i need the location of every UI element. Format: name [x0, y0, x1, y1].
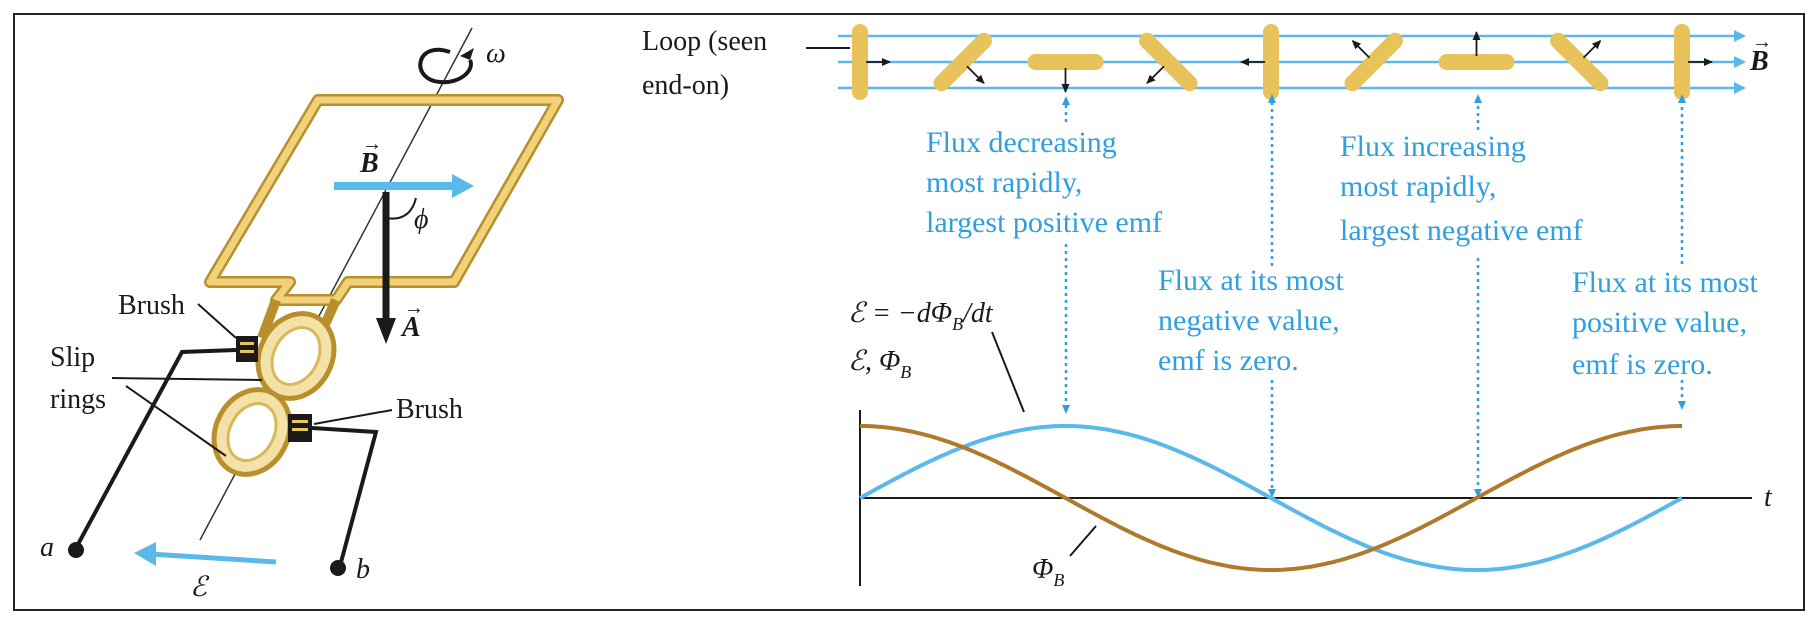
phi-angle-arc: [385, 197, 417, 220]
brush-top-stripe: [240, 342, 254, 345]
slip-rings-leader-1: [111, 377, 263, 381]
brush-bottom-stripe: [292, 420, 308, 423]
emf-arrowhead-icon: [134, 542, 156, 566]
emf-curve: [859, 424, 1683, 572]
flux-negative-line2: negative value,: [1158, 304, 1340, 337]
end-on-view: Loop (seen end-on) B →: [642, 24, 1772, 101]
brush-top-stripe: [240, 350, 254, 353]
flux-negative-line1: Flux at its most: [1158, 264, 1345, 297]
b-field-accent: →: [1752, 31, 1772, 53]
y-axis-label-main: ℰ, Φ: [848, 346, 900, 377]
flux-curve-label-main: Φ: [1032, 554, 1053, 585]
brush-top-block: [236, 336, 258, 362]
flux-label-leader: [1069, 525, 1097, 557]
figure-frame: [13, 13, 1805, 611]
annotations: Flux decreasing most rapidly, largest po…: [926, 94, 1759, 498]
flux-positive-line1: Flux at its most: [1572, 266, 1759, 299]
brush-bottom-label: Brush: [396, 394, 463, 425]
a-vector-accent: →: [404, 297, 424, 319]
flux-increasing-line3: largest negative emf: [1340, 214, 1583, 247]
wire-to-b: [311, 426, 379, 567]
generator-drawing: ω a b B → A →: [40, 27, 564, 603]
b-vector-label: B: [359, 148, 379, 179]
y-axis-label: ℰ, ΦB: [848, 346, 911, 382]
rotation-arrow-icon: [418, 47, 473, 85]
end-on-loop: [933, 32, 992, 92]
terminal-b-label: b: [356, 554, 370, 585]
equation-label: ℰ = −dΦB/dt: [848, 298, 994, 334]
area-normal-arrow-icon: [966, 65, 985, 84]
loop-label-line1: Loop (seen: [642, 26, 767, 57]
y-axis-label-sub: B: [900, 362, 911, 382]
terminal-a-dot: [68, 542, 84, 558]
a-vector-label: A: [400, 312, 421, 343]
emf-arrow: [149, 551, 277, 565]
x-axis-label: t: [1764, 482, 1773, 513]
equation-leader: [991, 331, 1025, 413]
end-on-loops: [852, 24, 1713, 100]
flux-positive-line3: emf is zero.: [1572, 348, 1713, 381]
terminal-b-dot: [330, 560, 346, 576]
flux-decreasing-line3: largest positive emf: [926, 206, 1162, 239]
flux-negative-line3: emf is zero.: [1158, 344, 1299, 377]
rotation-arrowhead-icon: [460, 48, 474, 60]
slip-rings-leader-2: [125, 385, 227, 457]
slip-ring-top-inner: [270, 326, 322, 386]
loop-label-line2: end-on): [642, 70, 729, 101]
brush-bottom-stripe: [292, 428, 308, 431]
terminal-a-label: a: [40, 532, 54, 563]
end-on-loop: [1344, 32, 1403, 92]
flux-decreasing-line2: most rapidly,: [926, 166, 1082, 199]
equation-prefix: ℰ = −dΦ: [848, 298, 952, 329]
area-normal-arrow-icon: [1582, 40, 1602, 59]
end-on-loop: [1550, 32, 1609, 92]
flux-increasing-line1: Flux increasing: [1340, 130, 1526, 163]
area-normal-arrow-icon: [1351, 40, 1371, 59]
brush-top-leader: [197, 303, 237, 339]
brush-bottom-leader: [313, 409, 393, 425]
flux-decreasing-line1: Flux decreasing: [926, 126, 1117, 159]
b-field-label: B: [1749, 46, 1769, 77]
emf-label: ℰ: [190, 572, 210, 603]
equation-suffix: /dt: [961, 298, 994, 329]
slip-rings-label-line2: rings: [50, 384, 106, 415]
phi-label: ϕ: [414, 204, 429, 235]
b-field-arrowhead-icon: [452, 174, 474, 198]
area-normal-arrow-icon: [1146, 65, 1165, 84]
omega-label: ω: [486, 38, 506, 69]
slip-rings-label-line1: Slip: [50, 342, 95, 373]
equation-sub: B: [952, 314, 963, 334]
flux-curve: [860, 424, 1682, 572]
emf-flux-graph: t ℰ, ΦB ℰ = −dΦB/dt ΦB: [848, 298, 1773, 590]
area-vector-arrowhead-icon: [376, 318, 396, 344]
brush-top-label: Brush: [118, 290, 185, 321]
flux-curve-label-sub: B: [1053, 570, 1064, 590]
loop-lead-left: [257, 298, 281, 340]
wire-to-a: [74, 348, 237, 549]
flux-increasing-line2: most rapidly,: [1340, 170, 1496, 203]
flux-positive-line2: positive value,: [1572, 306, 1747, 339]
b-vector-accent: →: [362, 133, 382, 155]
flux-curve-label: ΦB: [1032, 554, 1064, 590]
end-on-loop: [1139, 32, 1198, 92]
slip-ring-bottom-inner: [226, 402, 278, 462]
